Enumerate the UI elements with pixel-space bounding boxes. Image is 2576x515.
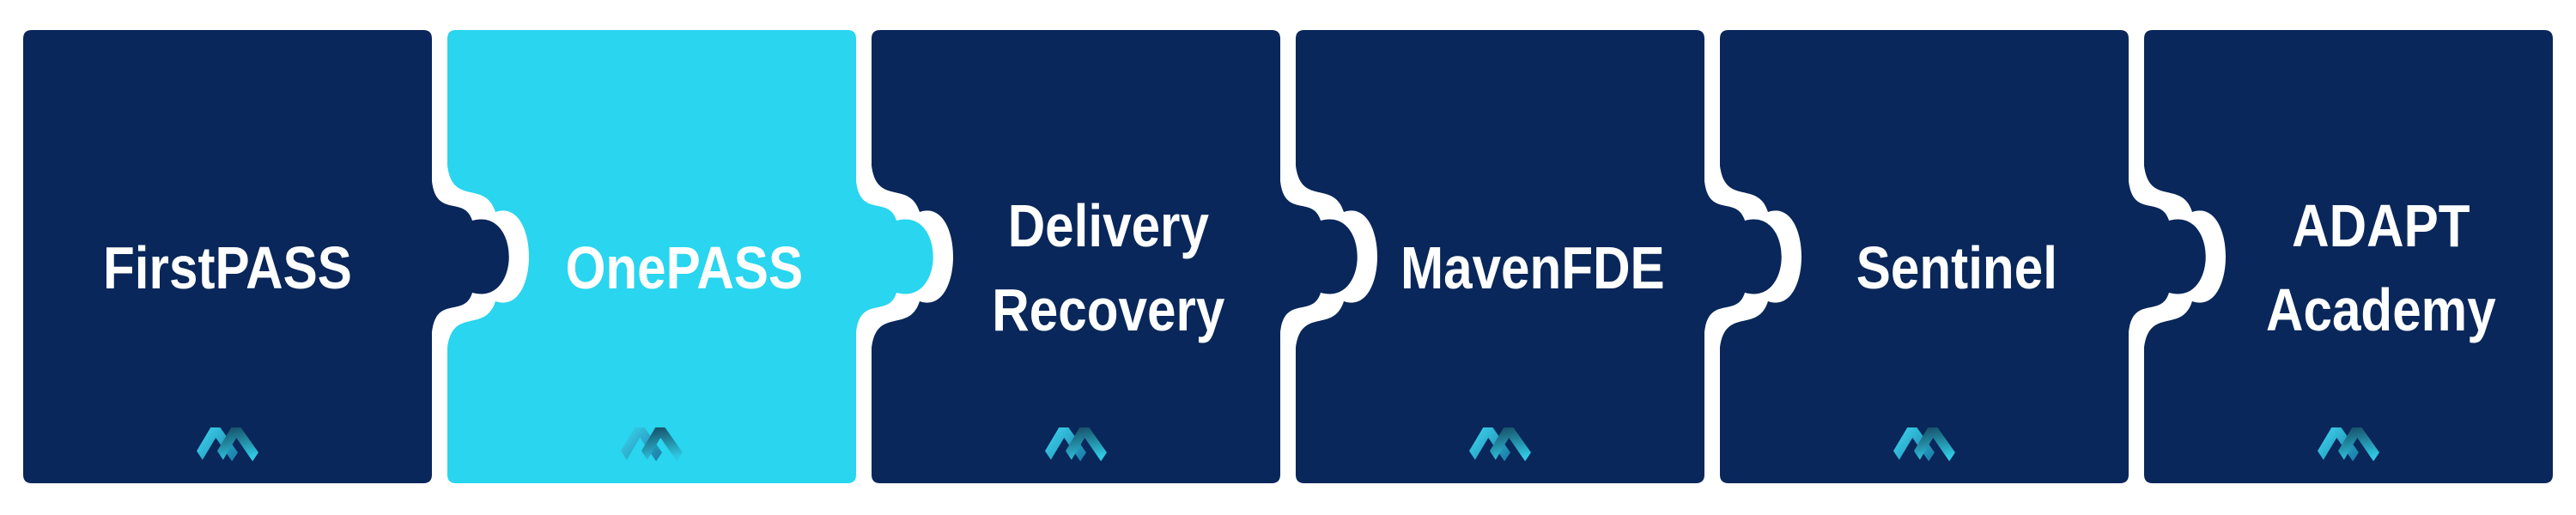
puzzle-piece-shape-6 [2144,30,2553,483]
puzzle-piece-shape-5 [1720,30,2206,483]
puzzle-piece-shape-3 [872,30,1358,483]
puzzle-piece-shape-2 [447,30,933,483]
pieces-layer [23,30,2553,483]
puzzle-piece-shape-4 [1296,30,1782,483]
puzzle-piece-shape-1 [23,30,509,483]
